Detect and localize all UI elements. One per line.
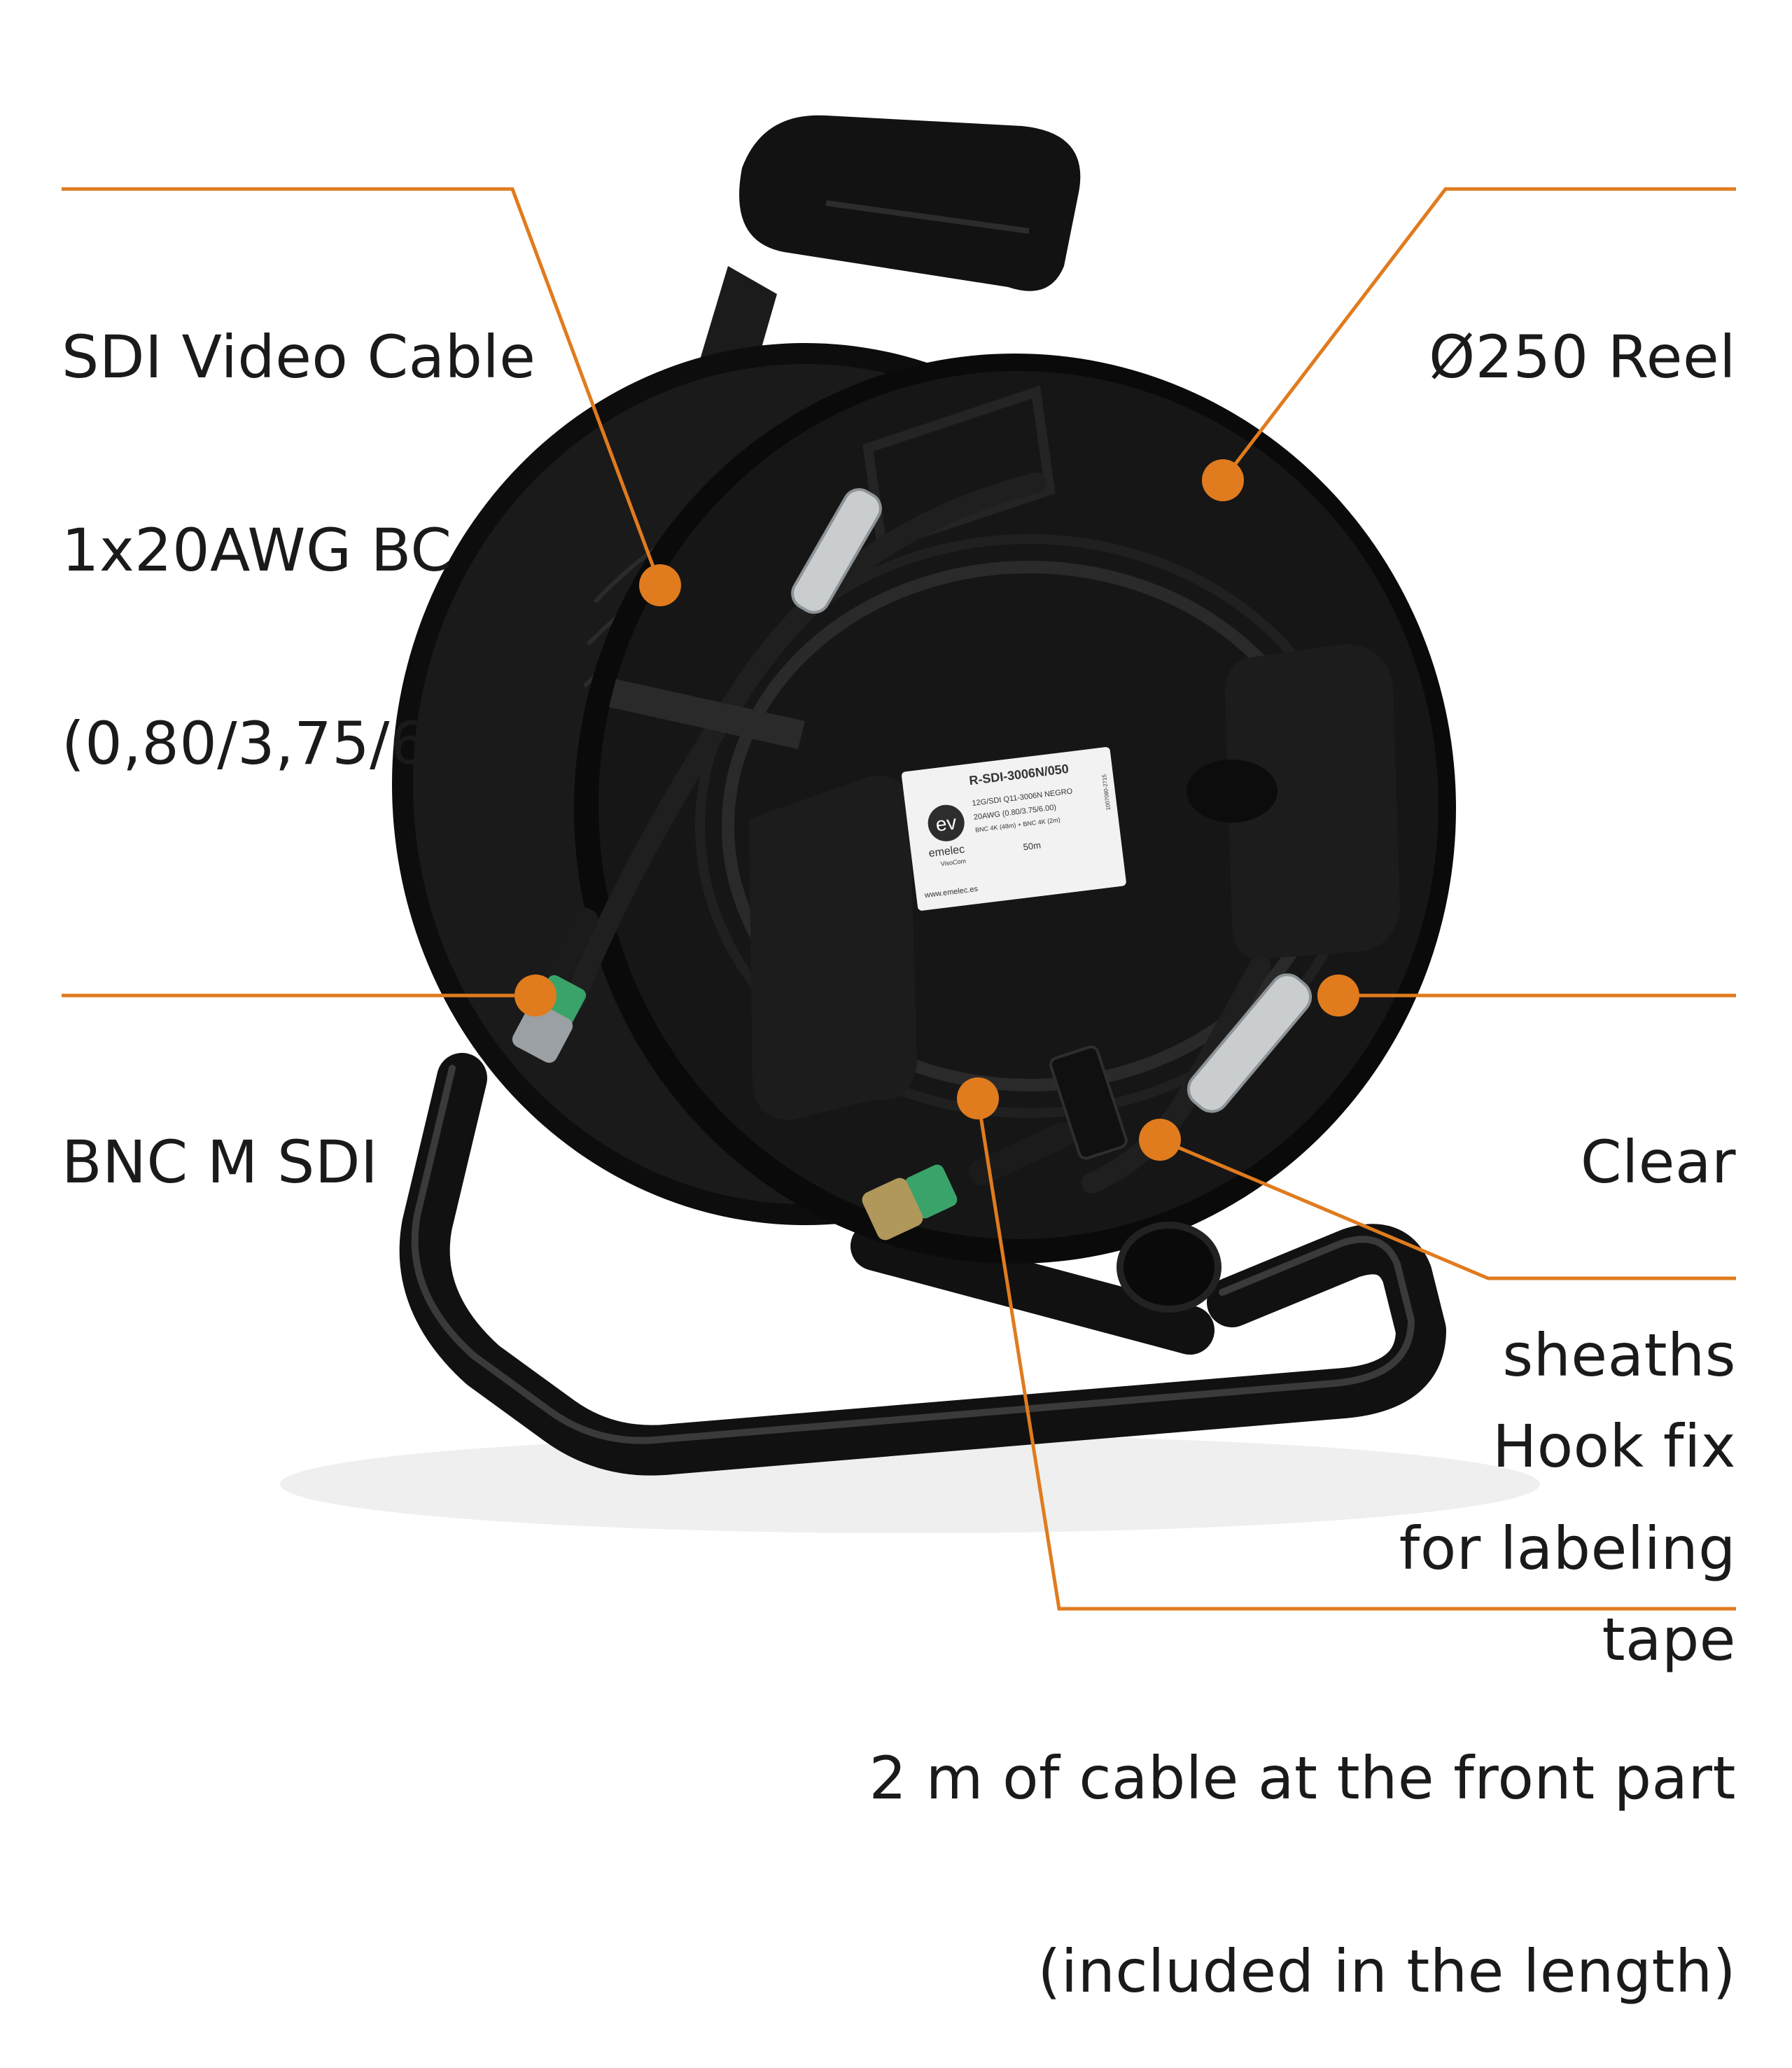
callout-leaders (62, 187, 1736, 1611)
callout-reel: Ø250 Reel (1429, 196, 1736, 454)
dot-sheaths (1317, 974, 1359, 1016)
callout-front-cable-line-1: 2 m of cable at the front part (869, 1744, 1736, 1812)
spindle-hole (1116, 1222, 1222, 1313)
cable-tie (609, 679, 805, 749)
left-grip (749, 776, 917, 1120)
leader-reel (1222, 187, 1736, 482)
dot-hook (1139, 1119, 1181, 1161)
callout-sheaths-line-2: sheaths (1502, 1321, 1736, 1390)
label-length: 50m (1023, 840, 1042, 853)
leader-front-cable (976, 1098, 1736, 1611)
product-photo: ev emelec VisoCom R-SDI-3006N/050 12G/SD… (62, 115, 1736, 1611)
product-label: ev emelec VisoCom R-SDI-3006N/050 12G/SD… (902, 747, 1126, 911)
bnc-connector-front (862, 1122, 1075, 1241)
label-logo-brand: emelec (928, 844, 965, 860)
callout-reel-line-1: Ø250 Reel (1429, 323, 1736, 391)
hook-fix-tape (1049, 1045, 1128, 1160)
right-grip (1225, 644, 1400, 959)
leader-cable (62, 187, 662, 586)
callout-hook-line-2: tape (1602, 1605, 1736, 1674)
leader-hook (1159, 1138, 1736, 1280)
clear-sheath-top (791, 488, 882, 614)
dot-bnc (514, 974, 556, 1016)
label-logo-mark: ev (934, 811, 958, 835)
callout-sheaths: Clear sheaths for labeling (1399, 1001, 1736, 1645)
callout-cable: SDI Video Cable 1x20AWG BC (0,80/3,75/6,… (62, 196, 545, 840)
reel-stand (399, 1053, 1446, 1476)
callout-cable-line-3: (0,80/3,75/6,00) (62, 709, 546, 778)
label-logo-sub: VisoCom (940, 858, 966, 867)
callout-bnc: BNC M SDI (62, 1001, 378, 1259)
dot-front-cable (957, 1077, 999, 1119)
callout-bnc-line-1: BNC M SDI (62, 1128, 379, 1196)
callout-sheaths-line-3: for labeling (1399, 1514, 1736, 1583)
dot-cable (639, 564, 681, 606)
dot-reel (1202, 459, 1244, 501)
callout-hook: Hook fix tape (1492, 1285, 1736, 1736)
callout-sheaths-line-1: Clear (1580, 1128, 1736, 1196)
callout-hook-line-1: Hook fix (1492, 1412, 1736, 1481)
spindle-knob (1186, 760, 1278, 823)
clear-sheath-right (1186, 973, 1312, 1113)
callout-cable-line-1: SDI Video Cable (62, 323, 536, 391)
callout-cable-line-2: 1x20AWG BC (62, 516, 452, 585)
callout-front-cable: 2 m of cable at the front part (included… (869, 1617, 1737, 2068)
callout-front-cable-line-2: (included in the length) (1037, 1937, 1736, 2006)
callout-dots (514, 459, 1359, 1161)
